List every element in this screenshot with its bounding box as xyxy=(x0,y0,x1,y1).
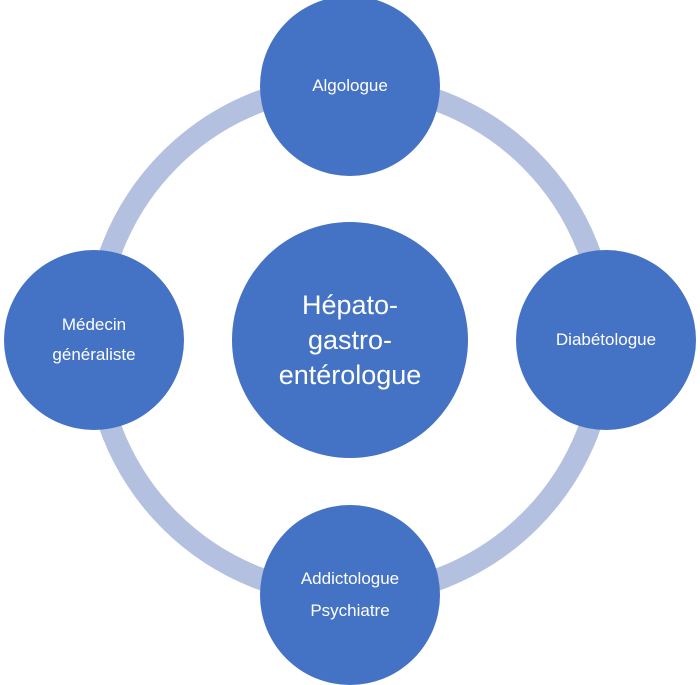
center-node-label-line-1: Hépato- xyxy=(301,289,399,320)
node-addictologue-psychiatre: Addictologue Psychiatre xyxy=(260,505,440,685)
node-medecin-label-line-2: généraliste xyxy=(52,345,136,364)
node-algologue-label: Algologue xyxy=(312,76,388,95)
node-algologue: Algologue xyxy=(260,0,440,176)
node-medecin-label-line-1: Médecin xyxy=(61,315,127,334)
node-diabetologue-label: Diabétologue xyxy=(555,330,657,349)
node-psychiatre-label: Psychiatre xyxy=(310,601,390,620)
center-node-label-line-3: entérologue xyxy=(278,359,422,390)
node-diabetologue: Diabétologue xyxy=(516,250,696,430)
node-medecin-generaliste: Médecin généraliste xyxy=(4,250,184,430)
center-node-hepato-gastro-enterologue: Hépato- gastro- entérologue xyxy=(232,222,468,458)
node-addictologue-label: Addictologue xyxy=(300,569,400,588)
center-node-label-line-2: gastro- xyxy=(307,324,393,355)
